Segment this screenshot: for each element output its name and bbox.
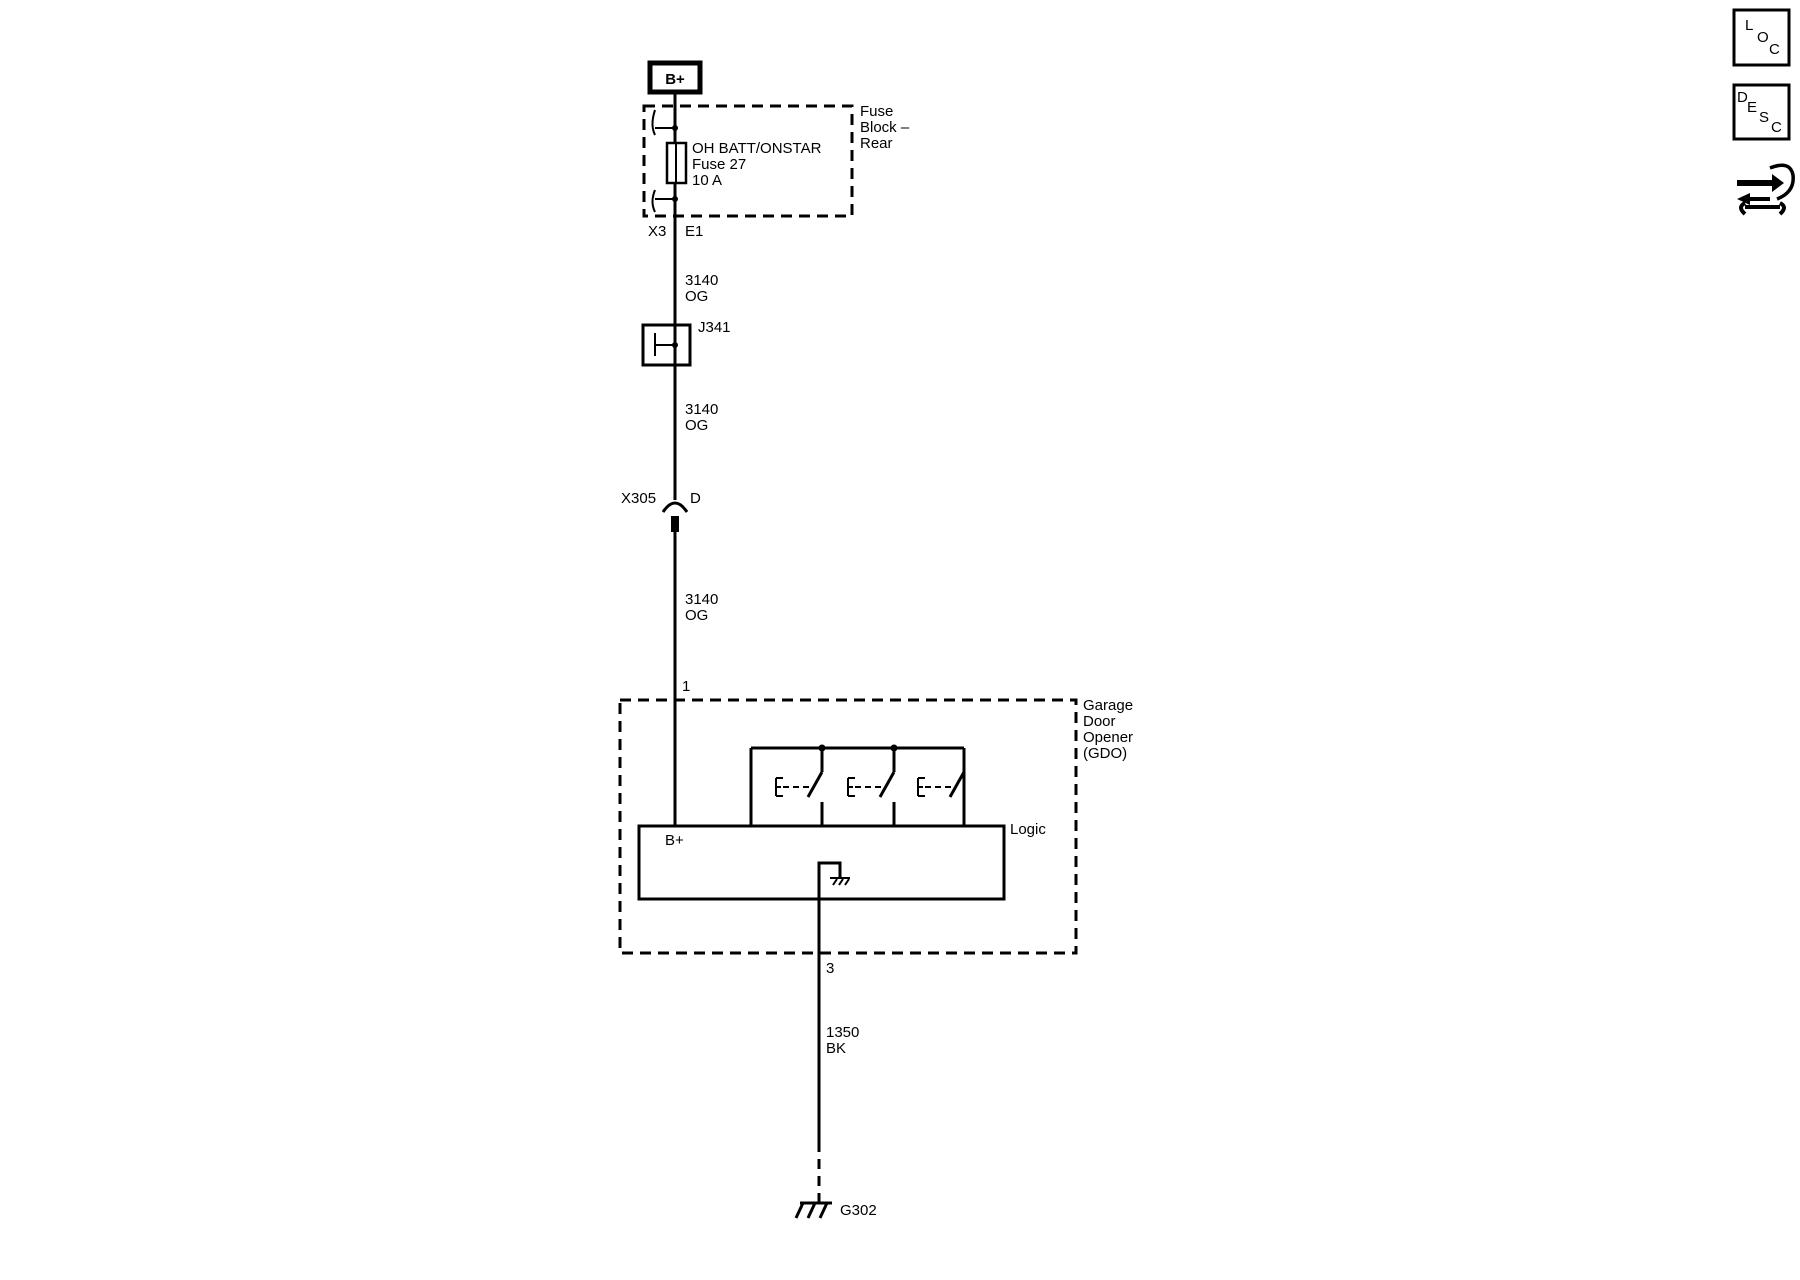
fuse-block-pin: E1 (685, 223, 703, 240)
gdo-switch-2 (847, 744, 898, 826)
loc-letter-3: C (1769, 41, 1780, 58)
inline-connector-x305: X305 D (621, 490, 701, 532)
wire-label-1: 3140 OG (685, 272, 723, 305)
desc-button[interactable]: D E S C (1732, 83, 1791, 141)
gdo-logic-label: Logic (1010, 821, 1046, 838)
fuse-terminal-bottom (651, 189, 675, 213)
desc-letter-3: S (1759, 109, 1769, 126)
gdo-pin-in: 1 (682, 678, 690, 695)
power-label: B+ (665, 71, 685, 88)
fuse-terminal-top (651, 109, 675, 136)
wire-label-3: 3140 OG (685, 591, 723, 624)
connector-pin: D (690, 490, 701, 507)
desc-letter-1: D (1737, 89, 1748, 106)
wire-3140-main (672, 92, 678, 826)
gdo-name: Garage Door Opener (GDO) (1083, 697, 1137, 762)
fuse-block-connector: X3 (648, 223, 666, 240)
wire-label-4: 1350 BK (826, 1024, 864, 1057)
gdo-logic-block (637, 824, 1006, 901)
gdo-switch-3 (917, 748, 966, 798)
gdo-switch-1 (775, 744, 826, 826)
loc-button[interactable]: L O C (1732, 8, 1791, 67)
fuse-block-name: Fuse Block – Rear (860, 103, 913, 152)
wire-label-2: 3140 OG (685, 401, 723, 434)
desc-letter-4: C (1771, 119, 1782, 136)
splice-pack-j341: J341 (641, 319, 731, 367)
garage-door-opener-module: Garage Door Opener (GDO) 1 (618, 678, 1137, 977)
battery-positive-source: B+ (647, 60, 703, 95)
ground-g302: G302 (794, 1201, 877, 1219)
gdo-internal-ground (817, 861, 850, 953)
fuse-description: OH BATT/ONSTAR Fuse 27 10 A (692, 140, 826, 189)
gdo-pin-out: 3 (826, 960, 834, 977)
connector-wrench-icon[interactable] (1732, 160, 1795, 222)
loc-letter-2: O (1757, 29, 1769, 46)
gdo-switches (749, 744, 966, 826)
loc-letter-1: L (1745, 17, 1753, 34)
gdo-bplus-label: B+ (665, 832, 684, 849)
splice-label: J341 (698, 319, 731, 336)
connector-name: X305 (621, 490, 656, 507)
ground-label: G302 (840, 1202, 877, 1219)
fuse-block-rear: Fuse Block – Rear OH BATT/ONSTAR Fuse 27… (642, 103, 913, 240)
desc-letter-2: E (1747, 99, 1757, 116)
